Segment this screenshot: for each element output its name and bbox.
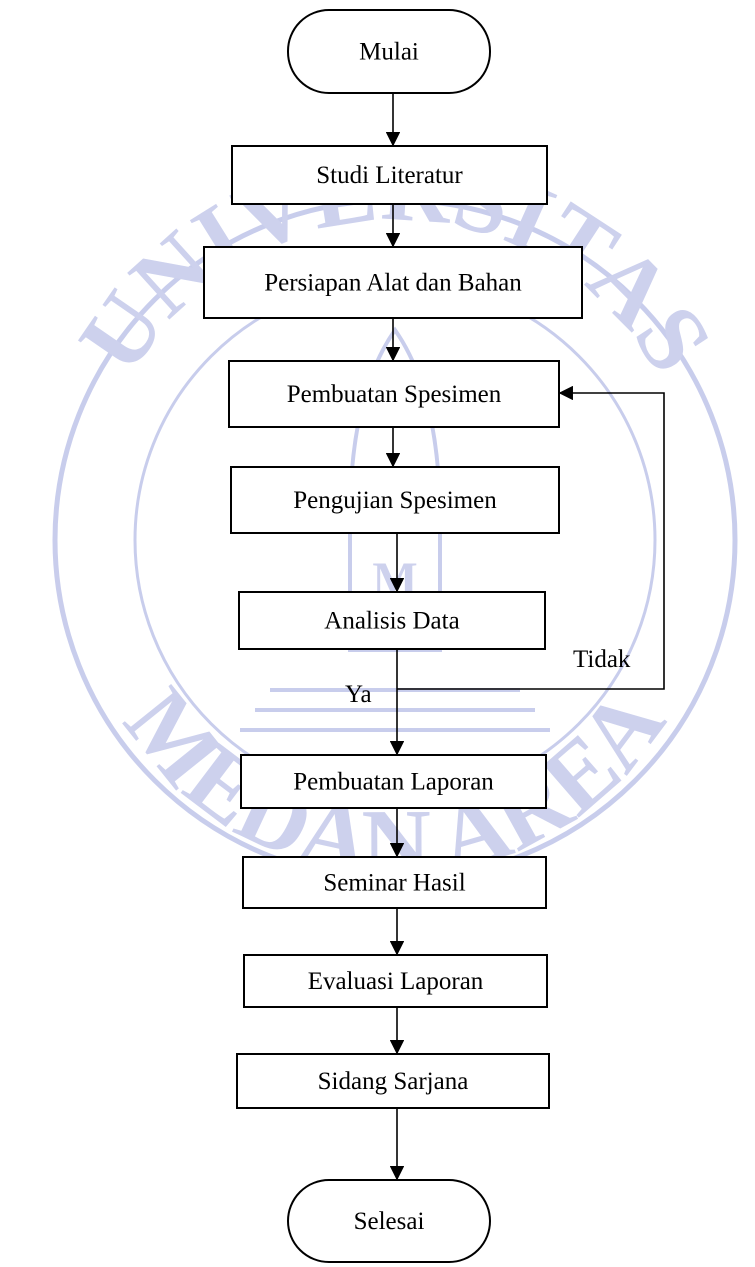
node-pembuatan-spesimen: Pembuatan Spesimen	[228, 360, 560, 428]
node-label: Mulai	[359, 39, 419, 66]
node-sidang: Sidang Sarjana	[236, 1053, 550, 1109]
node-label: Sidang Sarjana	[318, 1068, 469, 1095]
node-label: Selesai	[354, 1208, 425, 1235]
node-persiapan: Persiapan Alat dan Bahan	[203, 246, 583, 319]
process-box	[231, 145, 548, 205]
process-box	[242, 856, 547, 909]
arrow-loop-tidak	[397, 385, 665, 690]
node-selesai: Selesai	[287, 1179, 491, 1263]
node-laporan: Pembuatan Laporan	[240, 754, 547, 809]
node-mulai: Mulai	[287, 9, 491, 94]
node-evaluasi: Evaluasi Laporan	[243, 954, 548, 1008]
node-label: Studi Literatur	[316, 162, 463, 189]
process-box	[243, 954, 548, 1008]
node-studi: Studi Literatur	[231, 145, 548, 205]
node-label: Pembuatan Laporan	[293, 769, 494, 796]
process-box	[240, 754, 547, 809]
terminal-shape	[287, 9, 491, 94]
process-box	[203, 246, 583, 319]
node-label: Seminar Hasil	[323, 870, 465, 897]
process-box	[228, 360, 560, 428]
node-label: Pengujian Spesimen	[293, 487, 497, 514]
edge-label-tidak: Tidak	[573, 646, 631, 673]
process-box	[238, 591, 546, 650]
node-analisis: Analisis Data	[238, 591, 546, 650]
node-label: Persiapan Alat dan Bahan	[264, 270, 522, 297]
node-seminar: Seminar Hasil	[242, 856, 547, 909]
node-label: Evaluasi Laporan	[308, 968, 484, 995]
terminal-shape	[287, 1179, 491, 1263]
watermark-base-icon	[240, 688, 550, 732]
flowchart-edges	[385, 93, 665, 1181]
process-box	[230, 466, 560, 534]
node-label: Analisis Data	[324, 608, 459, 635]
node-label: Pembuatan Spesimen	[287, 381, 502, 408]
node-pengujian: Pengujian Spesimen	[230, 466, 560, 534]
process-box	[236, 1053, 550, 1109]
edge-label-ya: Ya	[345, 681, 372, 708]
flowchart-edge-labels: Ya Tidak	[345, 646, 631, 708]
